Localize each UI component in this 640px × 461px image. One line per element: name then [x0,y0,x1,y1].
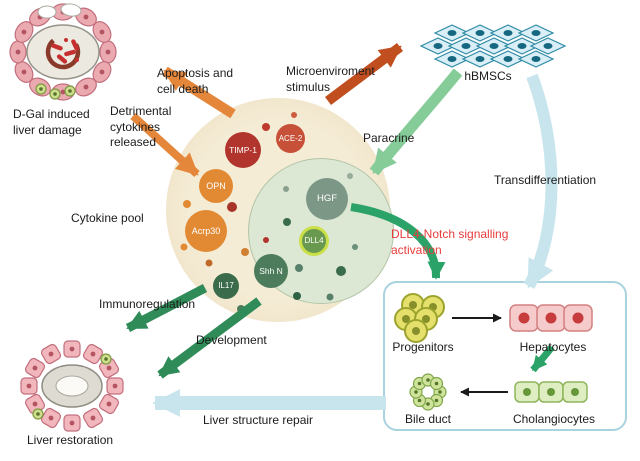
cholangiocytes-label: Cholangiocytes [512,412,596,426]
arrow-apoptosis [162,66,236,119]
transdifferentiation-label: Transdifferentiation [494,173,597,187]
bile-duct-cells [409,373,447,411]
apoptosis-label: Apoptosis and cell death [157,66,234,96]
damaged-liver-illustration [9,3,117,101]
arrow-immunoregulation [125,284,208,332]
cytokine-hgf: HGF [306,178,348,220]
cytokine-dots [180,112,358,313]
immunoregulation-label: Immunoregulation [99,297,196,311]
progenitor-cells [394,293,445,343]
dll4-notch-label: DLL4-Notch signalling activation [391,227,509,257]
cytokine-opn: OPN [199,169,233,203]
arrow-microenvironment-stimulus [325,43,403,105]
arrow-paracrine [369,68,463,176]
hepatocytes-label: Hepatocytes [519,340,587,354]
cytokine-timp1: TIMP-1 [225,132,261,168]
development-label: Development [196,333,267,347]
cytokine-shh: Shh N [254,254,288,288]
arrow-transdifferentiation [523,73,558,289]
liver-structure-repair-label: Liver structure repair [203,413,314,427]
damaged-liver-label: D-Gal induced liver damage [13,107,90,137]
arrow-dll4-notch [350,203,446,280]
arrow-hepatocytes-to-cholangiocytes [530,344,555,373]
paracrine-label: Paracrine [363,131,415,145]
microenvironment-stimulus-label: Microenviroment stimulus [286,64,375,94]
restored-liver-illustration [20,340,124,432]
cytokine-pool-label: Cytokine pool [71,211,144,225]
liver-restoration-label: Liver restoration [27,433,114,447]
hbmscs-label: hBMSCs [464,69,512,83]
cytokine-acrp30: Acrp30 [185,210,227,252]
progenitors-label: Progenitors [392,340,454,354]
cholangiocyte-cells [514,381,588,403]
hepatocyte-cells [509,304,593,332]
arrow-detrimental-cytokines [130,113,200,177]
bile-duct-label: Bile duct [404,412,452,426]
cytokine-dll4: DLL4 [299,226,329,256]
cytokine-ace2: ACE-2 [276,124,305,153]
detrimental-cytokines-label: Detrimental cytokines released [110,104,172,150]
cytokine-il17: IL17 [213,273,239,299]
hbmscs-illustration [420,24,566,68]
arrow-development [157,297,262,379]
